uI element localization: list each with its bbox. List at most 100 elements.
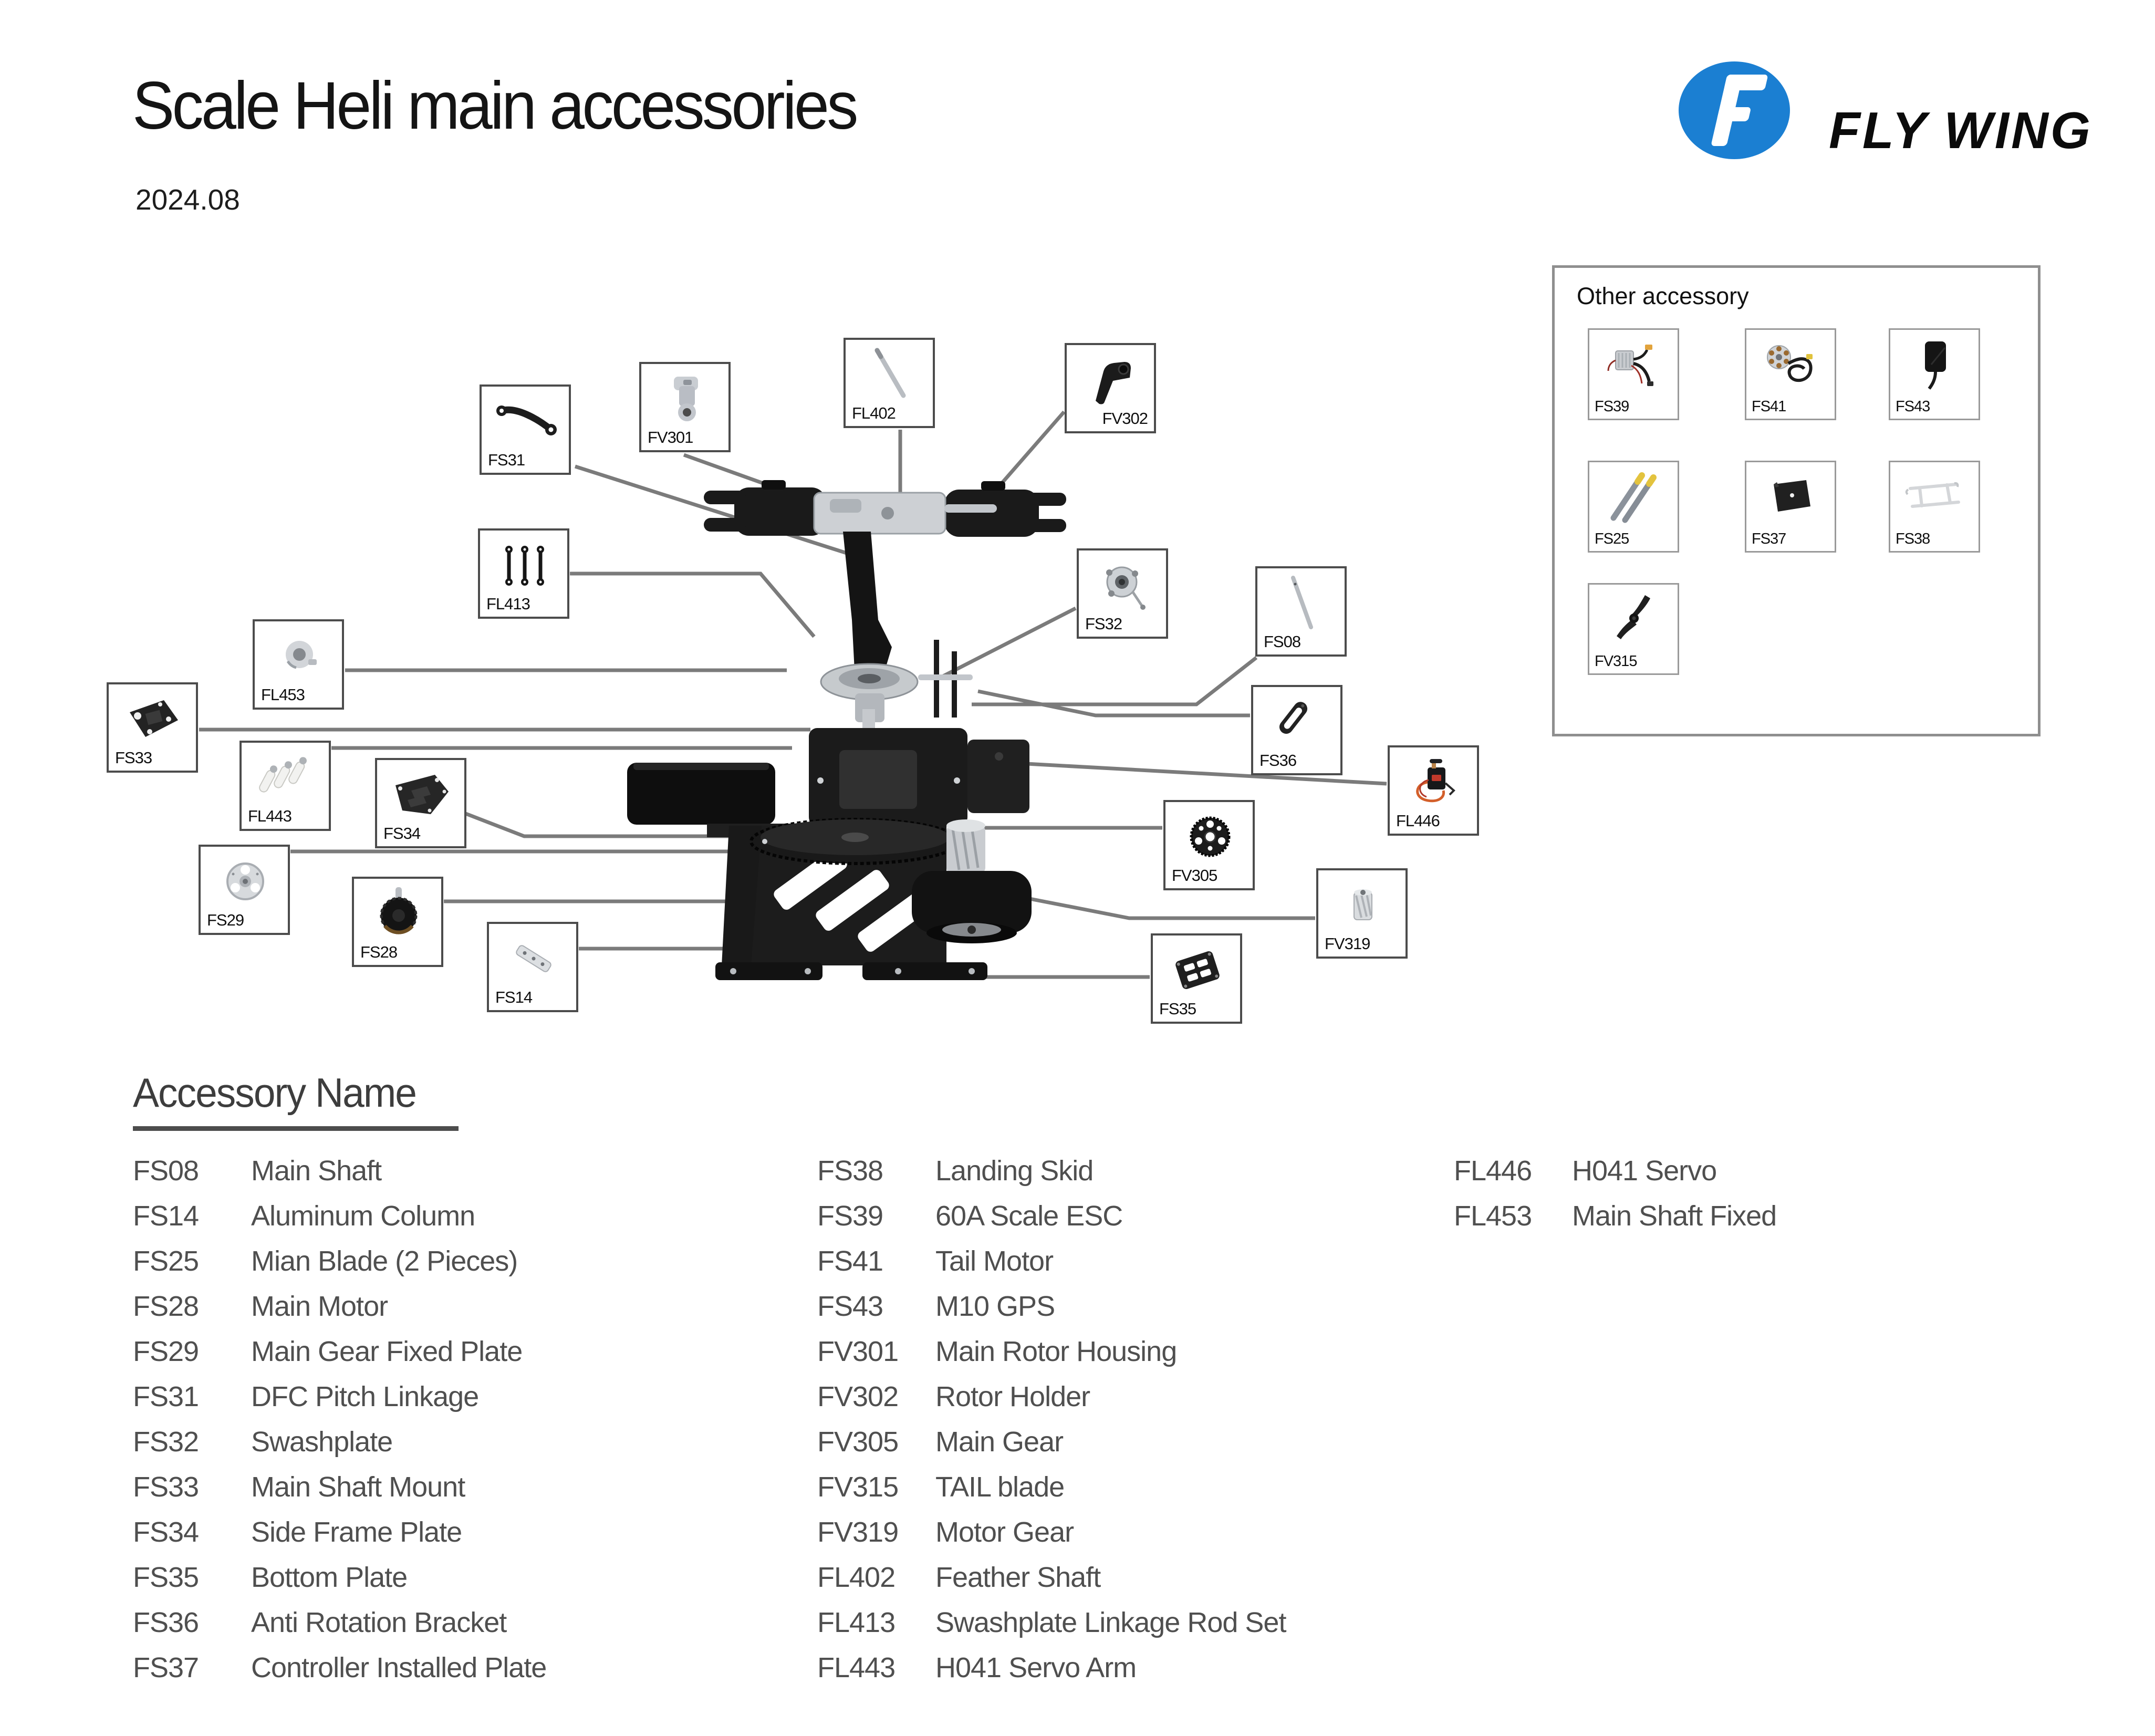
callout-box-FV302: FV302 <box>1065 343 1156 433</box>
logo-text: FLY WING <box>1829 101 2092 159</box>
callout-box-FL453: FL453 <box>253 619 344 710</box>
accessory-name: Motor Gear <box>935 1516 1074 1548</box>
callout-label-FV302: FV302 <box>1102 409 1148 428</box>
callout-box-FS14: FS14 <box>487 922 578 1012</box>
accessory-code: FL443 <box>817 1652 896 1683</box>
shaft-collar-icon <box>286 641 317 669</box>
rotor-head-group <box>704 480 1066 681</box>
accessory-row-FL443: FL443 H041 Servo Arm <box>817 1645 1286 1690</box>
callout-label-FL443: FL443 <box>248 807 292 825</box>
anti-rotation-icon <box>1279 702 1308 734</box>
accessory-name: Rotor Holder <box>935 1381 1090 1412</box>
accessory-name: TAIL blade <box>935 1471 1065 1503</box>
callout-box-FS08: FS08 <box>1255 566 1347 657</box>
logo-f-icon <box>1711 75 1768 146</box>
accessory-card-label-FS43: FS43 <box>1896 398 1930 415</box>
accessory-code: FS33 <box>133 1471 199 1503</box>
accessory-code: FS39 <box>817 1200 883 1232</box>
accessory-card-label-FS38: FS38 <box>1896 531 1930 547</box>
accessory-name: Main Gear Fixed Plate <box>251 1336 523 1367</box>
accessory-code: FS14 <box>133 1200 199 1232</box>
accessory-name: Controller Installed Plate <box>251 1652 547 1683</box>
gear-plate-icon <box>226 862 264 900</box>
accessory-code: FS35 <box>133 1562 199 1593</box>
callout-box-FS28: FS28 <box>352 877 443 967</box>
aluminum-column-icon <box>516 945 551 972</box>
swashplate-icon <box>1106 566 1146 610</box>
callout-box-FV305: FV305 <box>1163 800 1255 890</box>
rotor-holder-icon <box>1096 362 1131 404</box>
accessory-name: Landing Skid <box>935 1155 1094 1187</box>
callout-label-FS33: FS33 <box>115 749 152 767</box>
heli-illustration <box>627 480 1066 980</box>
accessory-code: FS41 <box>817 1245 883 1277</box>
accessory-name: Swashplate Linkage Rod Set <box>935 1607 1286 1638</box>
accessory-name: Side Frame Plate <box>251 1516 462 1548</box>
linkage-rods-icon <box>505 546 544 586</box>
callout-line-FS31 <box>574 464 848 555</box>
callout-label-FS31: FS31 <box>488 451 525 469</box>
callout-box-FS32: FS32 <box>1077 548 1168 639</box>
accessory-row-FS37: FS37 Controller Installed Plate <box>133 1645 547 1690</box>
callout-box-FS36: FS36 <box>1251 685 1342 775</box>
gps-icon <box>1925 341 1946 390</box>
callout-line-FS32 <box>941 606 1077 679</box>
accessory-code: FS25 <box>133 1245 199 1277</box>
callout-box-FS31: FS31 <box>480 384 571 475</box>
callout-box-FL413: FL413 <box>478 528 569 619</box>
page-title: Scale Heli main accessories <box>132 68 858 143</box>
main-motor-icon <box>380 887 418 934</box>
gear-motor-group <box>749 818 1032 943</box>
callout-label-FS14: FS14 <box>495 988 533 1006</box>
accessory-card-label-FS25: FS25 <box>1595 531 1629 547</box>
accessory-card-FS43: FS43 <box>1889 328 1980 420</box>
accessory-code: FL453 <box>1454 1200 1532 1232</box>
callout-label-FL453: FL453 <box>261 685 305 704</box>
accessory-code: FS37 <box>133 1652 199 1683</box>
pitch-arm-icon <box>496 406 557 435</box>
swashplate-group <box>820 640 973 746</box>
accessory-name: Aluminum Column <box>251 1200 475 1232</box>
accessory-name: Mian Blade (2 Pieces) <box>251 1245 518 1277</box>
accessory-code: FL413 <box>817 1607 896 1638</box>
accessory-name: Main Shaft Mount <box>251 1471 465 1503</box>
shaft-mount-icon <box>130 700 178 737</box>
callout-box-FS35: FS35 <box>1151 933 1242 1024</box>
accessory-name: 60A Scale ESC <box>935 1200 1123 1232</box>
accessory-code: FV301 <box>817 1336 899 1367</box>
accessory-name: DFC Pitch Linkage <box>251 1381 479 1412</box>
bottom-plate-icon <box>1175 951 1220 989</box>
landing-skid-icon <box>1905 482 1960 508</box>
callout-label-FS34: FS34 <box>383 824 421 843</box>
callout-label-FS35: FS35 <box>1159 1000 1196 1018</box>
callout-box-FS34: FS34 <box>375 758 466 848</box>
accessory-row-FS14: FS14 Aluminum Column <box>133 1193 546 1239</box>
accessory-card-label-FS41: FS41 <box>1752 398 1786 415</box>
callout-box-FV301: FV301 <box>639 362 731 452</box>
accessory-card-FS37: FS37 <box>1745 461 1836 553</box>
callout-label-FS28: FS28 <box>360 943 398 961</box>
accessory-name: H041 Servo Arm <box>935 1652 1137 1683</box>
callout-label-FV305: FV305 <box>1172 866 1217 885</box>
accessory-code: FS28 <box>133 1291 199 1322</box>
servo-icon <box>1416 759 1455 803</box>
feet-group <box>715 777 987 980</box>
accessory-card-label-FS37: FS37 <box>1752 531 1786 547</box>
